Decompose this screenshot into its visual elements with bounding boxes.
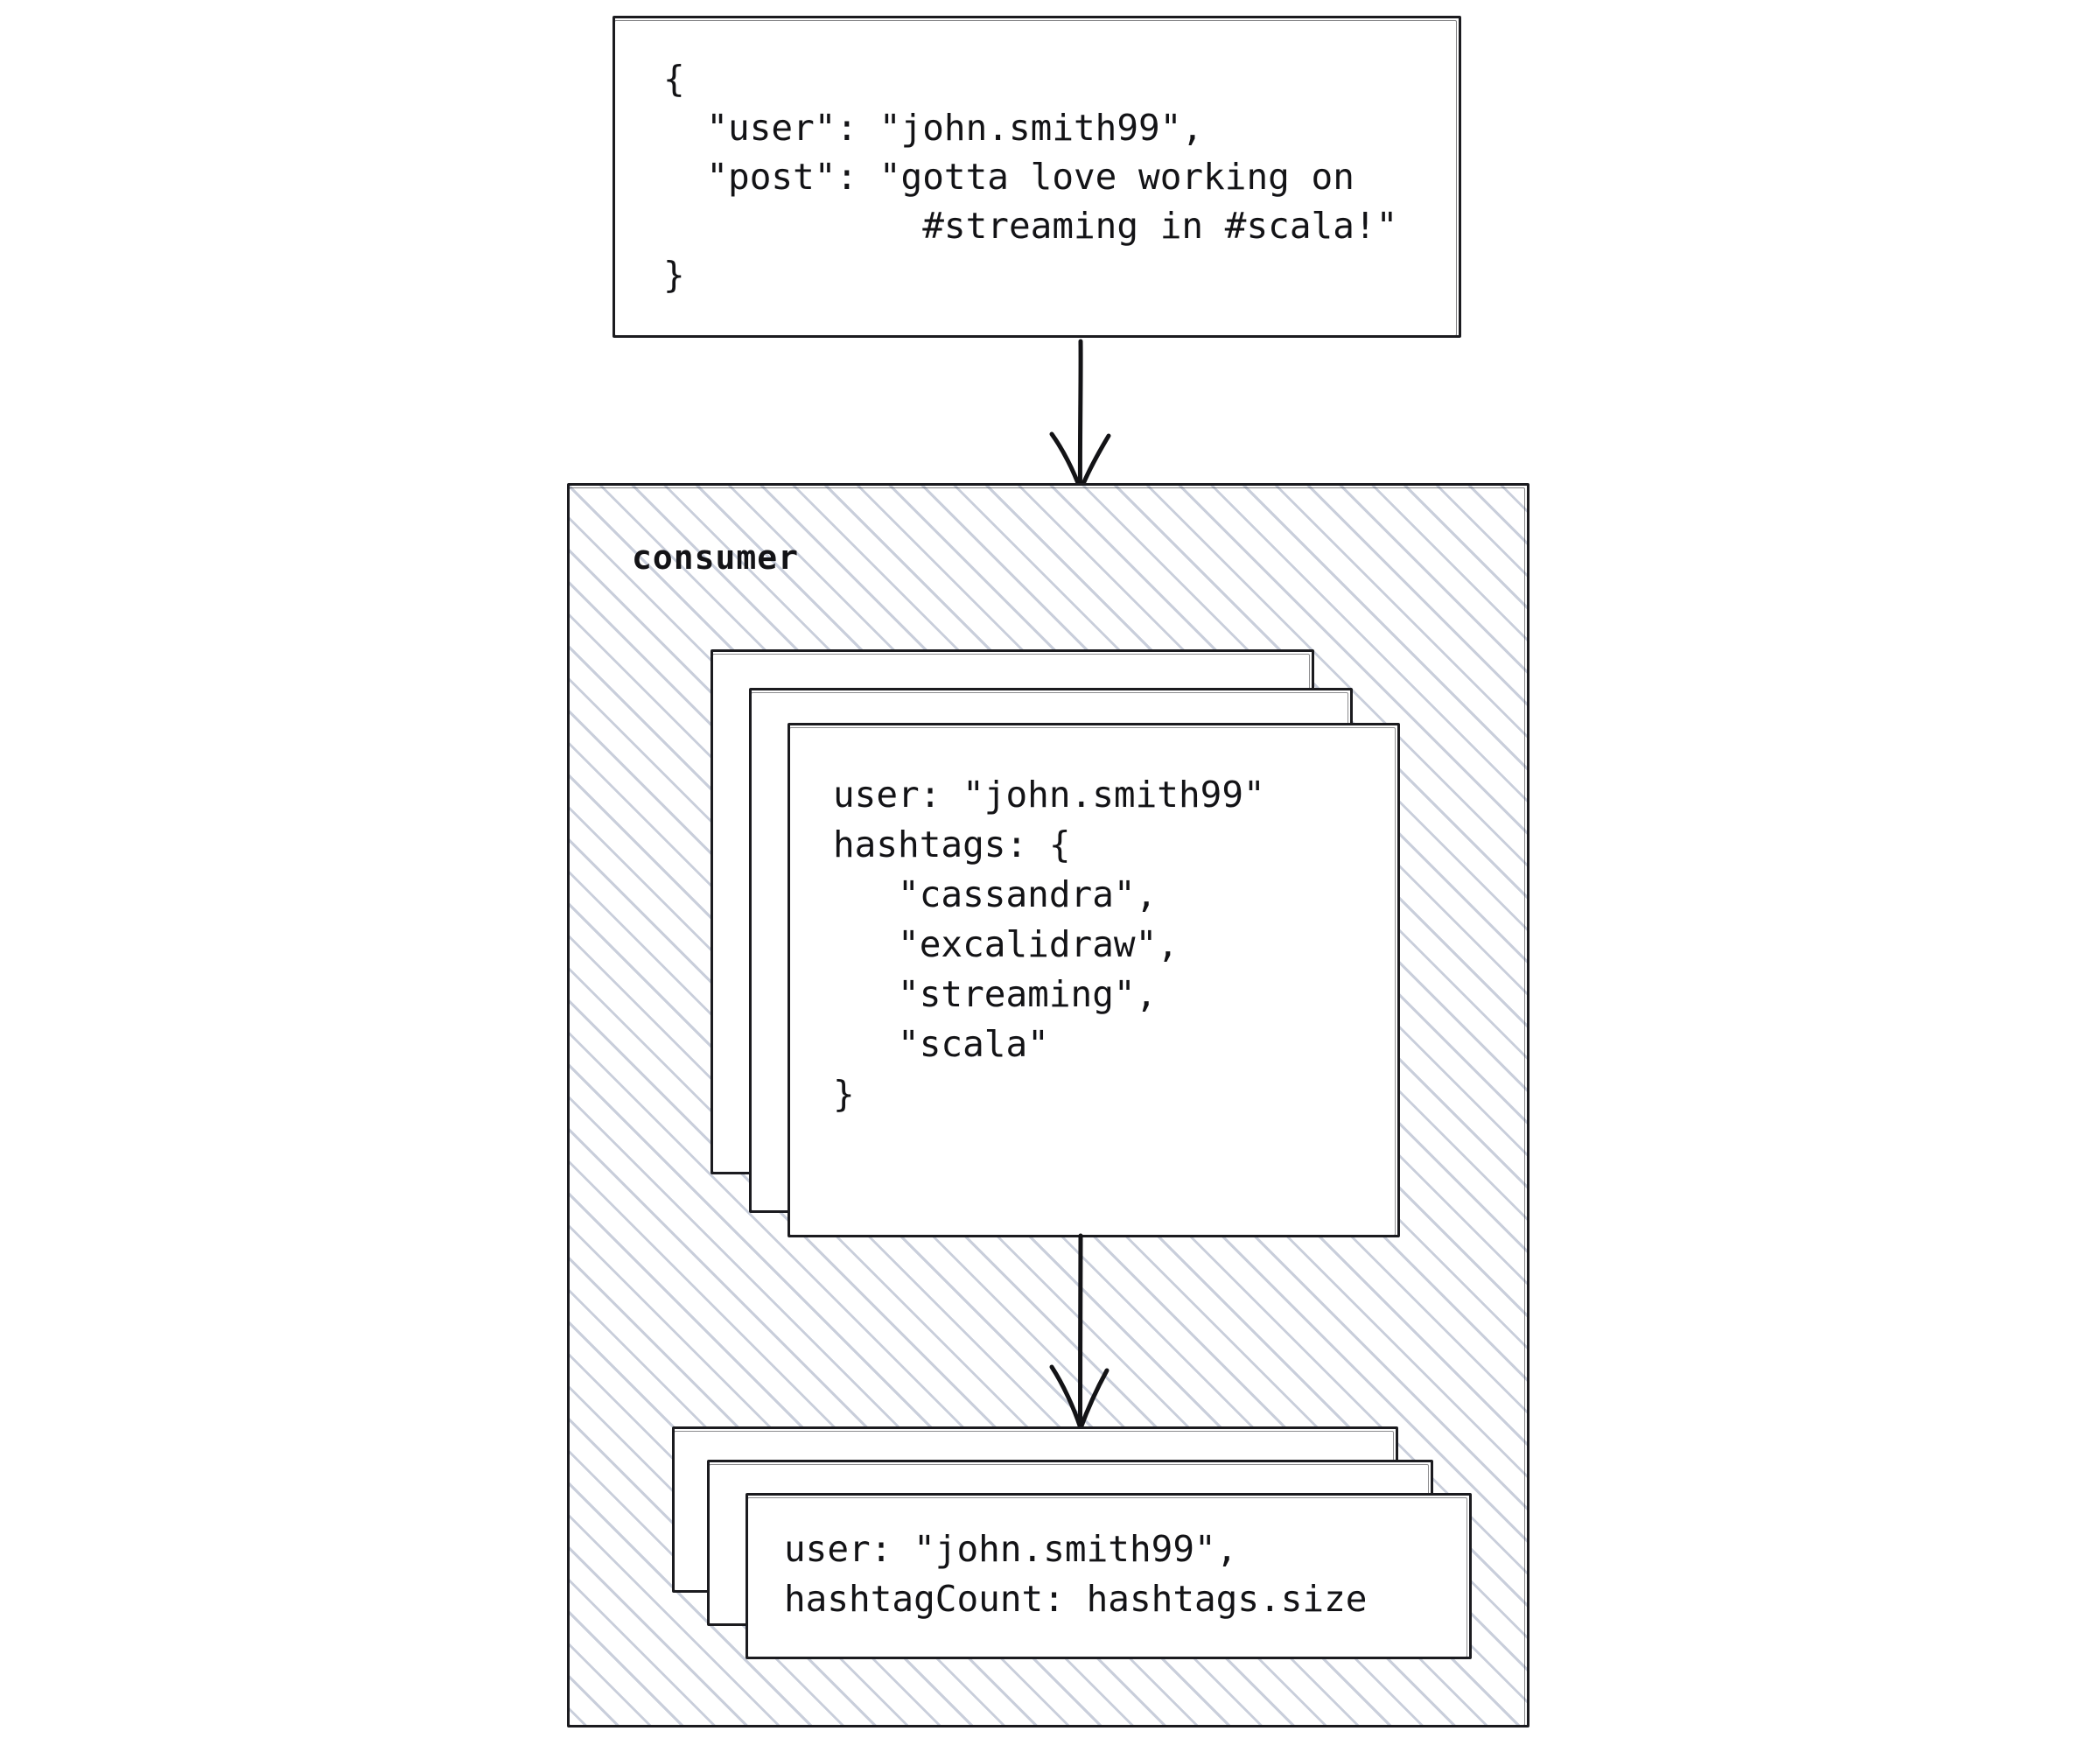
count-record-card-front <box>746 1493 1472 1659</box>
arrow-input-to-consumer-icon <box>1002 339 1159 495</box>
count-record-text: user: "john.smith99", hashtagCount: hash… <box>784 1528 1368 1620</box>
incoming-post-json-box <box>612 16 1461 338</box>
hashtag-record-card-front <box>788 723 1400 1237</box>
hashtag-record-text: user: "john.smith99" hashtags: { "cassan… <box>833 774 1265 1115</box>
incoming-post-json-text: { "user": "john.smith99", "post": "gotta… <box>663 58 1398 296</box>
consumer-label: consumer <box>632 538 800 577</box>
